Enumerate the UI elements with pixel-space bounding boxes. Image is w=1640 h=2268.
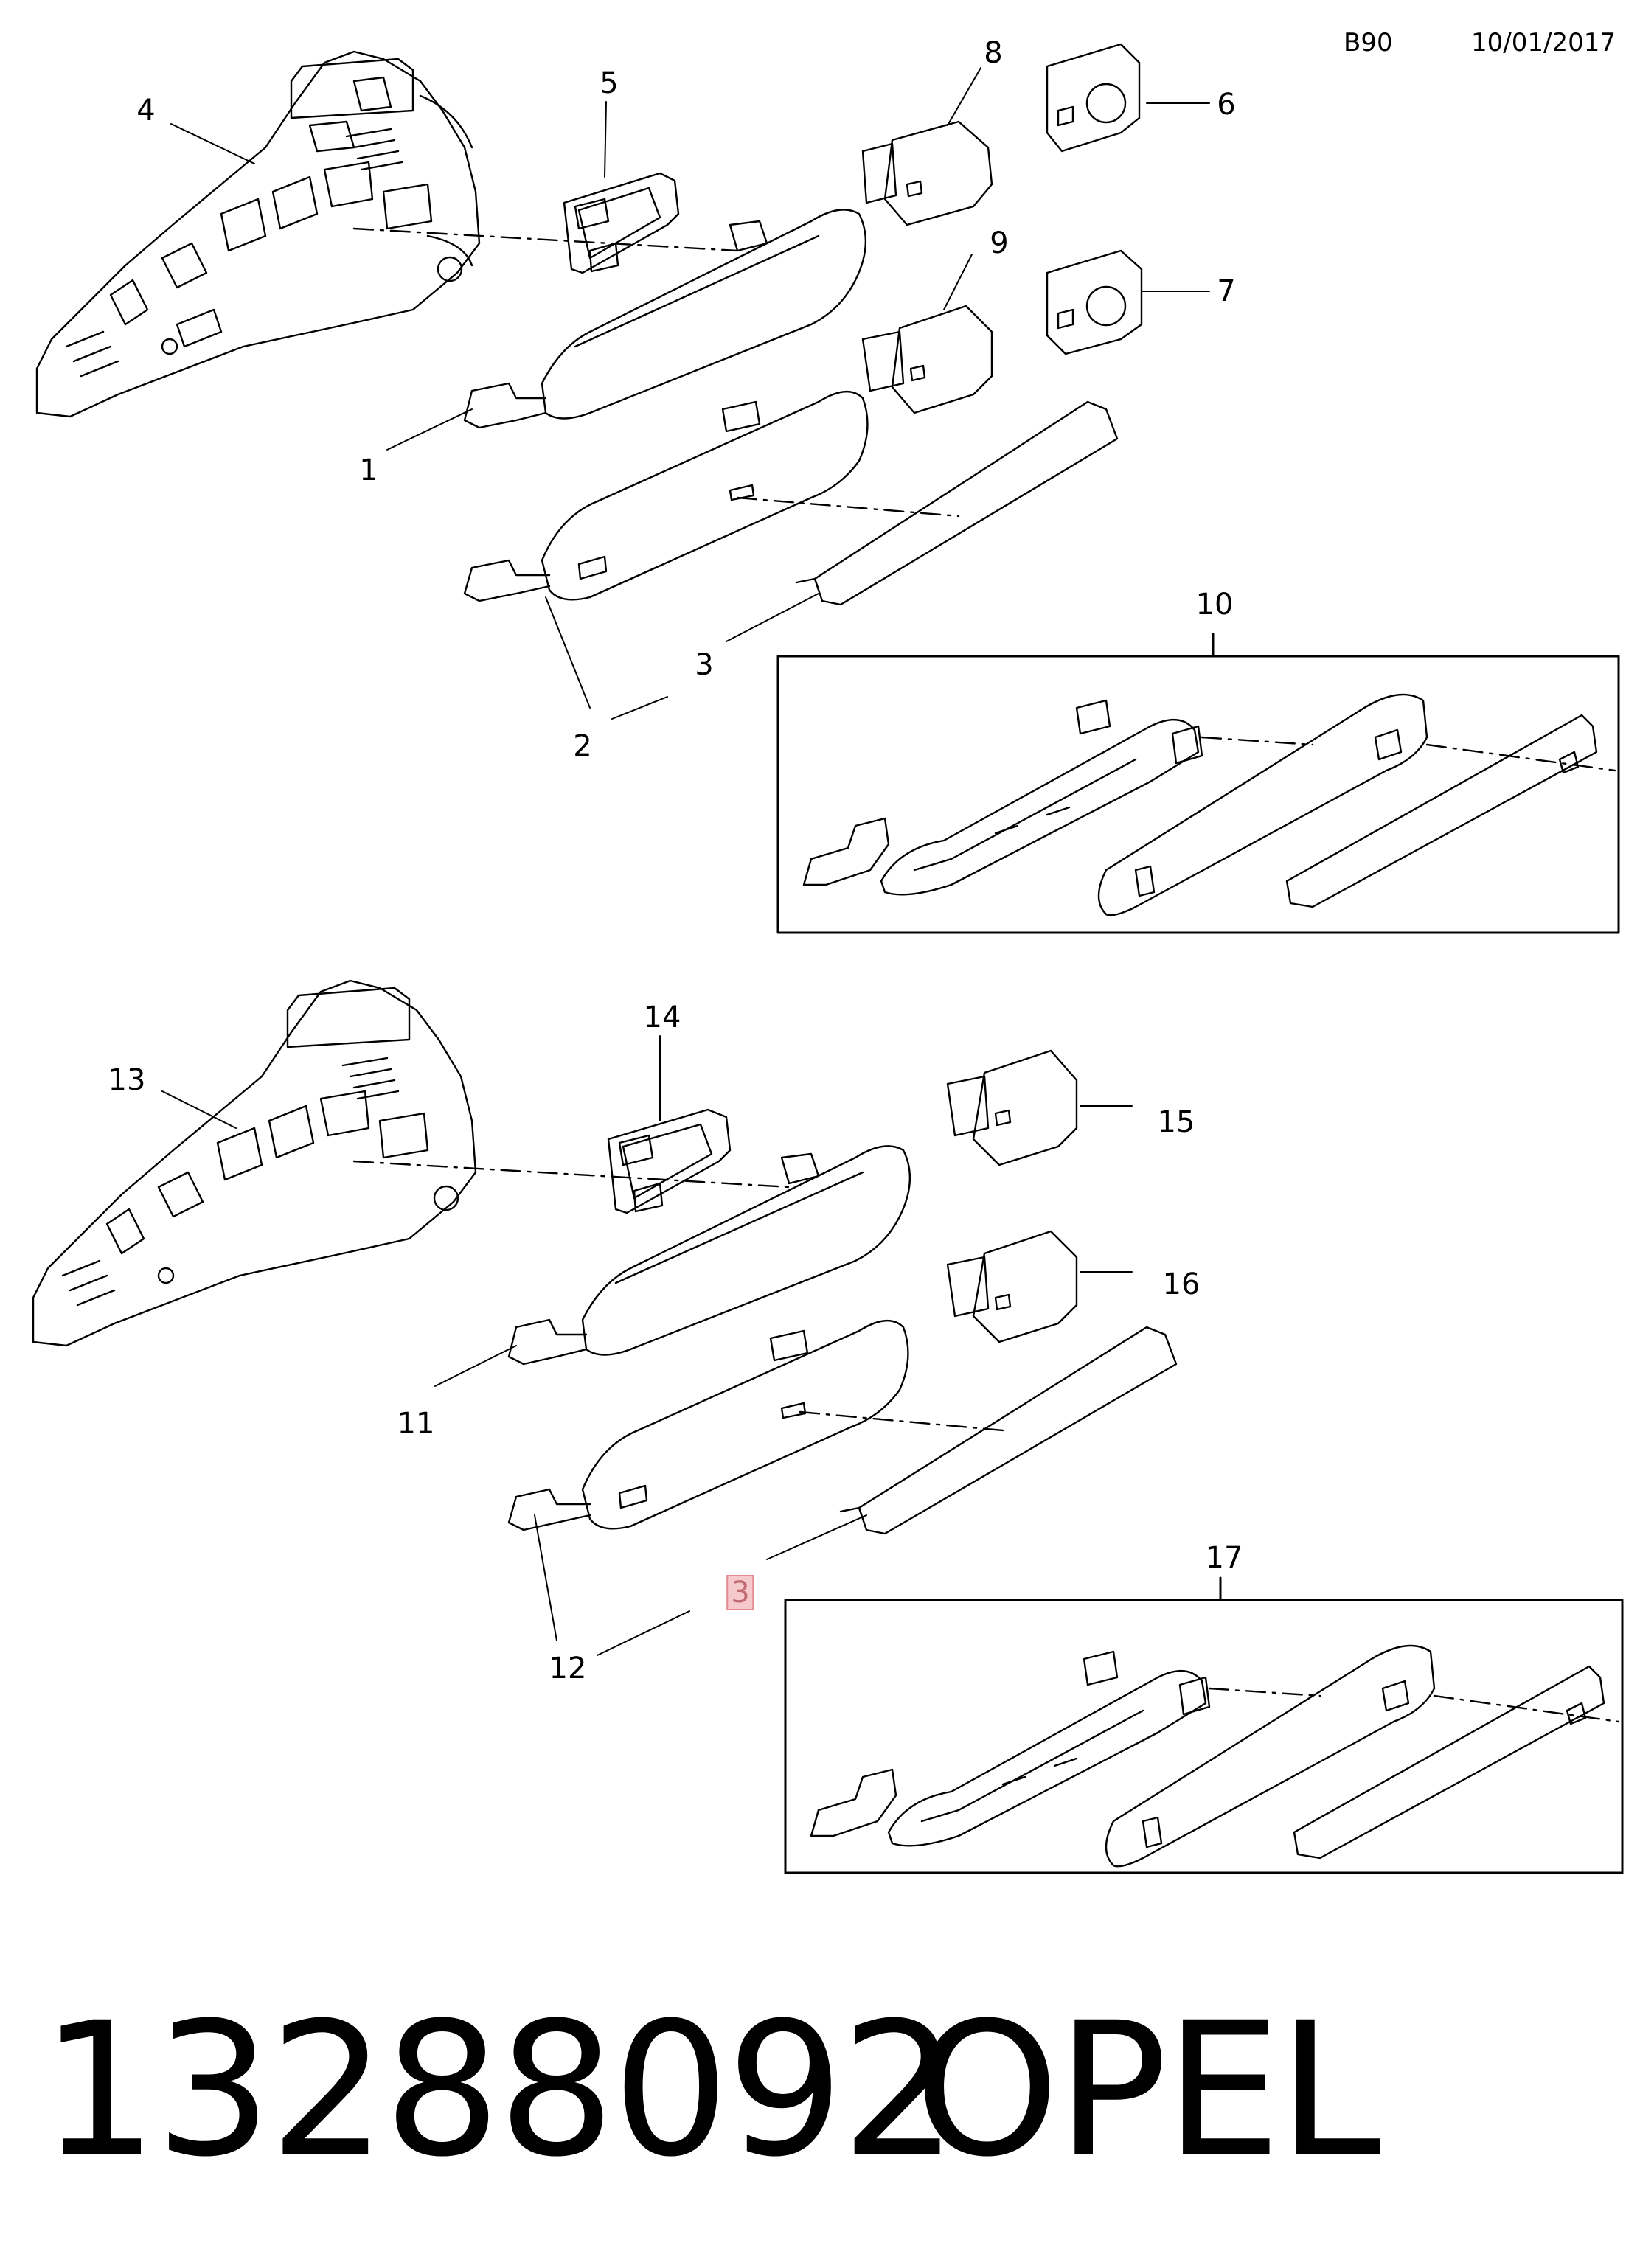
leader-lines [161,67,1210,1656]
part-4-handle-bracket [35,50,481,418]
part-8-lock-housing [861,120,993,226]
callout-1: 1 [359,453,378,487]
part-7-cap [1046,249,1143,355]
part-12-handle [507,1319,909,1531]
assembly-17-box [784,1576,1624,1874]
callout-9: 9 [990,226,1009,260]
assembly-10-box [776,633,1620,934]
part-6-cap [1046,43,1141,153]
part-3-lower-trim-strip [839,1326,1178,1535]
callout-8: 8 [984,36,1003,70]
part-16-lock-housing [946,1230,1078,1343]
callout-5: 5 [600,66,619,100]
callout-10: 10 [1195,588,1234,622]
part-number: 13288092 [41,1983,958,2197]
callout-17: 17 [1205,1541,1243,1575]
part-9-lock-housing [861,305,993,414]
callout-14: 14 [643,1001,681,1034]
callout-13: 13 [108,1063,146,1097]
callout-3: 3 [695,648,714,682]
callout-3-highlighted[interactable]: 3 [726,1575,754,1610]
callout-4: 4 [136,94,156,128]
part-14-gasket [607,1108,732,1214]
callout-15: 15 [1157,1105,1195,1139]
callout-7: 7 [1217,274,1236,308]
callout-12: 12 [549,1652,587,1686]
callout-2: 2 [573,729,592,763]
diagram-code: B90 [1344,28,1393,58]
part-13-handle-bracket [32,979,477,1347]
part-2-handle [463,390,869,602]
callout-16: 16 [1162,1267,1201,1301]
callout-6: 6 [1217,88,1236,122]
diagram-date: 10/01/2017 [1471,28,1616,58]
part-5-gasket [563,172,680,274]
brand-name: OPEL [914,1983,1381,2197]
exploded-parts-drawing [32,43,1624,1874]
part-3-trim-strip [795,400,1119,606]
part-1-handle [463,209,866,429]
part-15-lock-housing [946,1049,1078,1166]
part-11-handle [507,1145,911,1366]
callout-11: 11 [397,1407,435,1441]
